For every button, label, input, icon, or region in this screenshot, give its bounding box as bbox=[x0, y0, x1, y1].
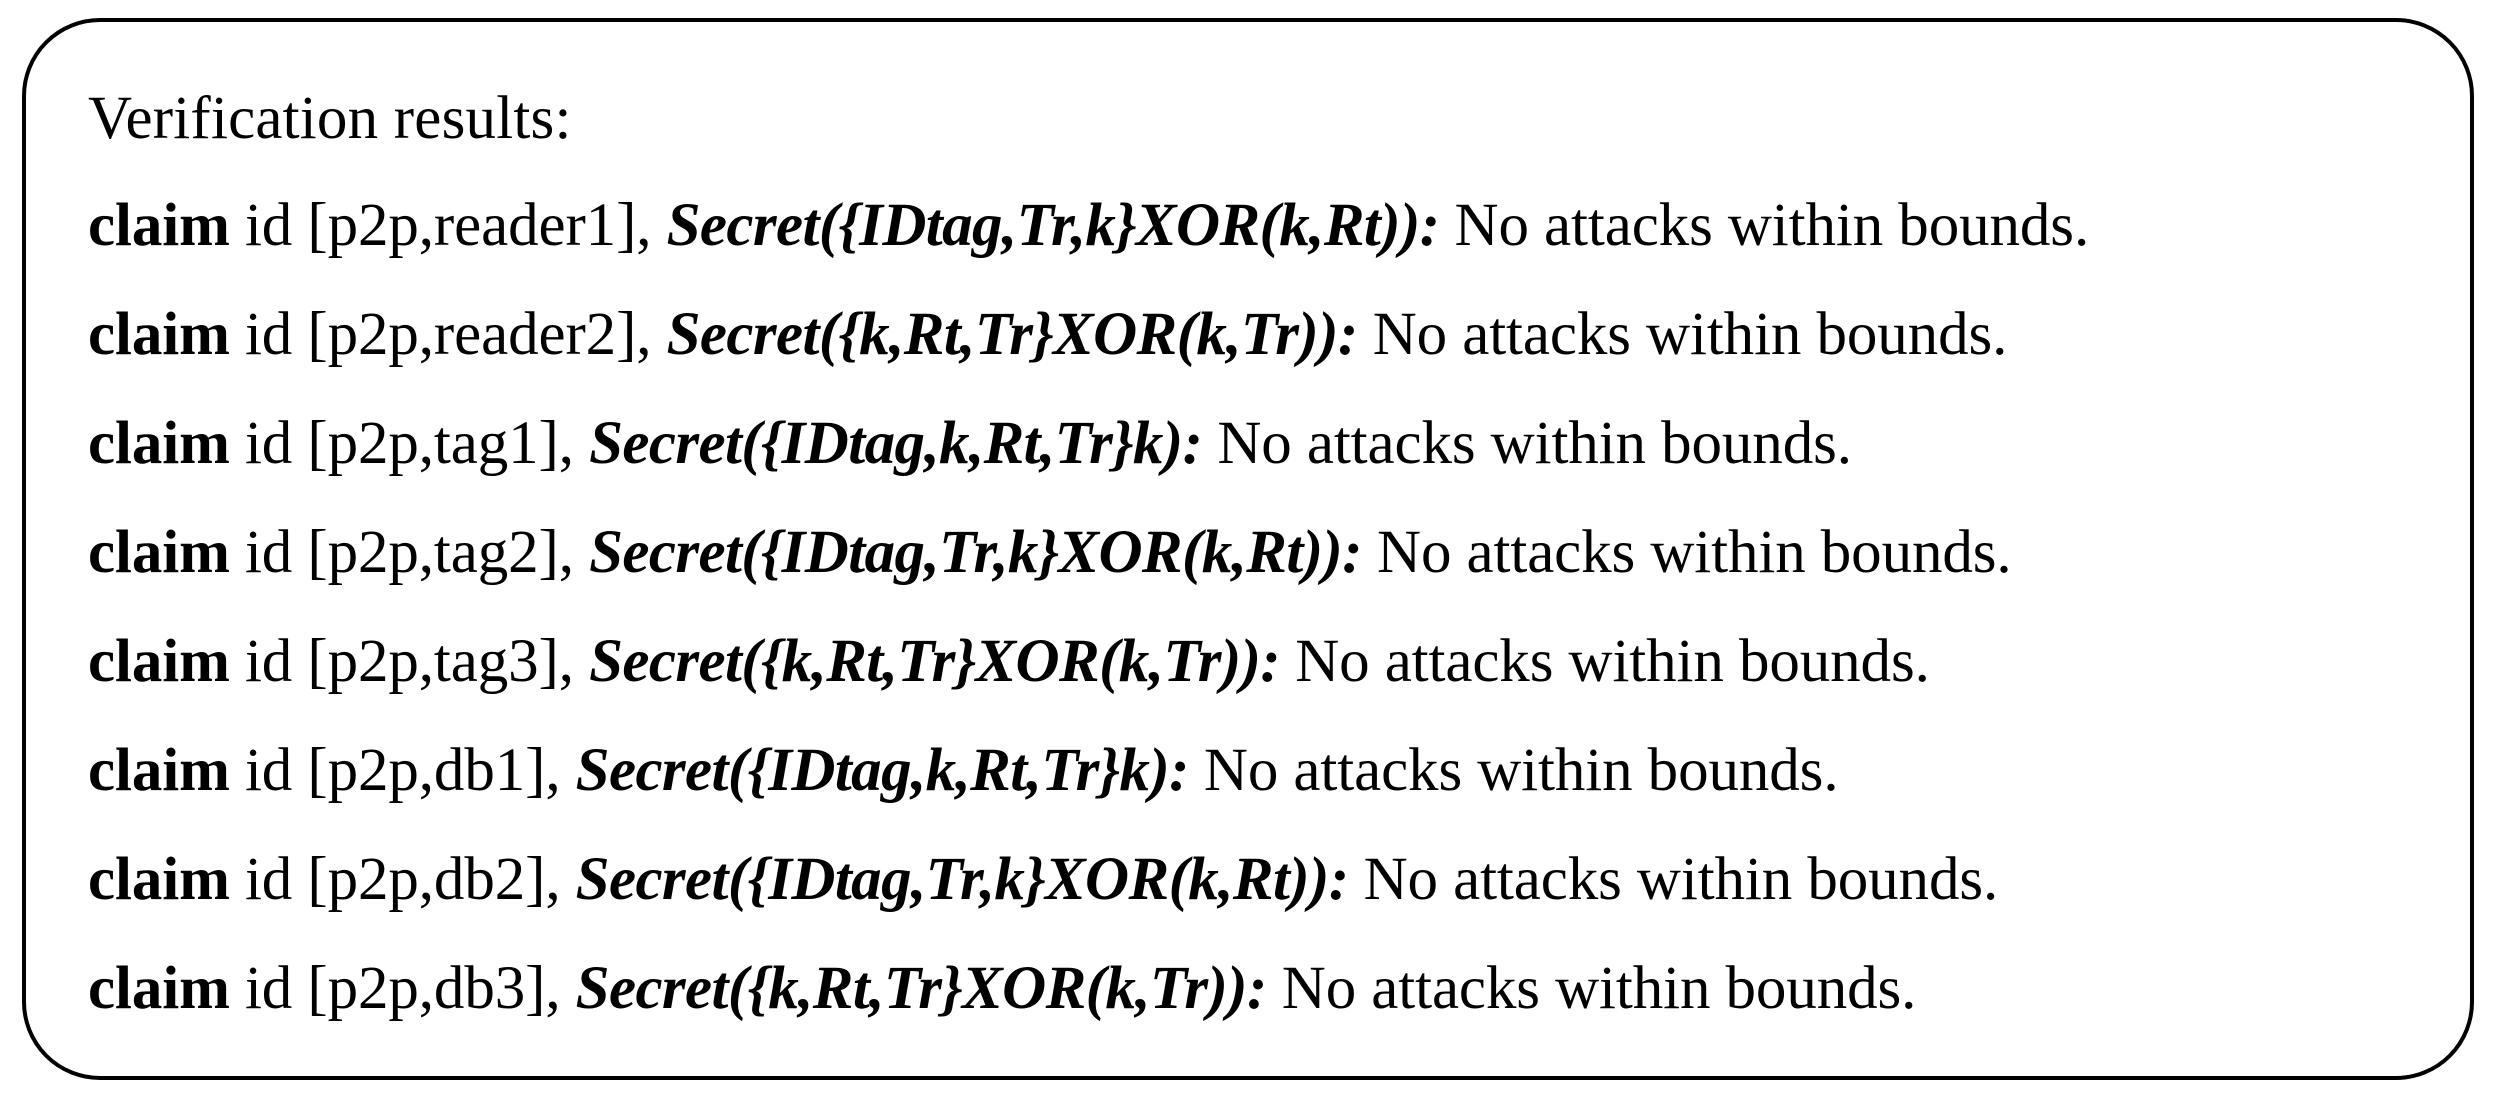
claim-keyword: claim bbox=[88, 192, 230, 259]
claim-result: No attacks within bounds. bbox=[1363, 846, 1999, 913]
claim-keyword: claim bbox=[88, 301, 230, 368]
claim-secret-property: Secret({IDtag,Tr,k}XOR(k,Rt)): bbox=[666, 192, 1440, 259]
claim-line: claim id [p2p,db1], Secret({IDtag,k,Rt,T… bbox=[88, 740, 2428, 801]
claim-id: id [p2p,db3], bbox=[244, 955, 561, 1022]
claim-id: id [p2p,tag2], bbox=[244, 519, 574, 586]
claim-keyword: claim bbox=[88, 628, 230, 695]
claim-keyword: claim bbox=[88, 737, 230, 804]
claim-secret-property: Secret({IDtag,k,Rt,Tr}k): bbox=[589, 410, 1203, 477]
claim-result: No attacks within bounds. bbox=[1454, 192, 2090, 259]
claim-line: claim id [p2p,reader1], Secret({IDtag,Tr… bbox=[88, 195, 2428, 256]
claim-secret-property: Secret({k,Rt,Tr}XOR(k,Tr)): bbox=[575, 955, 1268, 1022]
claim-keyword: claim bbox=[88, 410, 230, 477]
claim-id: id [p2p,tag1], bbox=[244, 410, 574, 477]
claim-result: No attacks within bounds. bbox=[1372, 301, 2008, 368]
verification-results-content: Verification results: claim id [p2p,read… bbox=[88, 88, 2428, 1019]
claim-secret-property: Secret({k,Rt,Tr}XOR(k,Tr)): bbox=[589, 628, 1281, 695]
claim-secret-property: Secret({IDtag,Tr,k}XOR(k,Rt)): bbox=[575, 846, 1349, 913]
claim-line: claim id [p2p,tag1], Secret({IDtag,k,Rt,… bbox=[88, 413, 2428, 474]
claim-keyword: claim bbox=[88, 955, 230, 1022]
claim-id: id [p2p,tag3], bbox=[244, 628, 574, 695]
claim-result: No attacks within bounds. bbox=[1203, 737, 1839, 804]
claim-secret-property: Secret({IDtag,k,Rt,Tr}k): bbox=[575, 737, 1190, 804]
claim-line: claim id [p2p,reader2], Secret({k,Rt,Tr}… bbox=[88, 304, 2428, 365]
claim-id: id [p2p,db2], bbox=[244, 846, 561, 913]
claim-secret-property: Secret({k,Rt,Tr}XOR(k,Tr)): bbox=[666, 301, 1359, 368]
claim-result: No attacks within bounds. bbox=[1281, 955, 1917, 1022]
claim-id: id [p2p,db1], bbox=[244, 737, 561, 804]
claim-line: claim id [p2p,db2], Secret({IDtag,Tr,k}X… bbox=[88, 849, 2428, 910]
claim-result: No attacks within bounds. bbox=[1217, 410, 1852, 477]
claim-line: claim id [p2p,tag2], Secret({IDtag,Tr,k}… bbox=[88, 522, 2428, 583]
claim-keyword: claim bbox=[88, 846, 230, 913]
claim-result: No attacks within bounds. bbox=[1377, 519, 2012, 586]
claim-id: id [p2p,reader1], bbox=[244, 192, 652, 259]
verification-results-heading: Verification results: bbox=[88, 85, 572, 152]
verification-results-box: Verification results: claim id [p2p,read… bbox=[22, 18, 2474, 1080]
claim-line: claim id [p2p,tag3], Secret({k,Rt,Tr}XOR… bbox=[88, 631, 2428, 692]
claim-result: No attacks within bounds. bbox=[1295, 628, 1930, 695]
claim-secret-property: Secret({IDtag,Tr,k}XOR(k,Rt)): bbox=[589, 519, 1362, 586]
claim-keyword: claim bbox=[88, 519, 230, 586]
claim-line: claim id [p2p,db3], Secret({k,Rt,Tr}XOR(… bbox=[88, 958, 2428, 1019]
claim-id: id [p2p,reader2], bbox=[244, 301, 652, 368]
